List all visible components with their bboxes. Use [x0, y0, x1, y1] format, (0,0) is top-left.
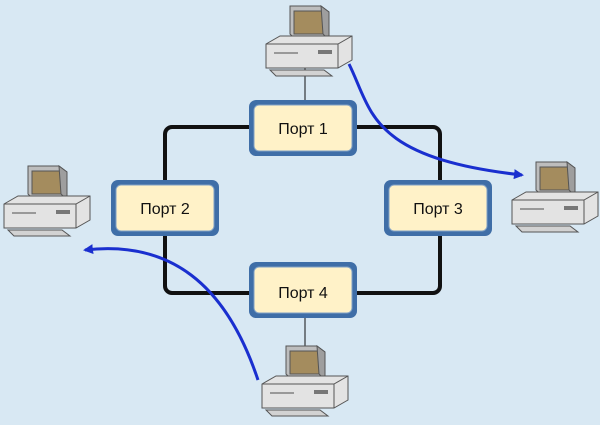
port-4-label: Порт 4 [278, 285, 328, 302]
port-1: Порт 1 [249, 100, 357, 156]
port-4: Порт 4 [249, 262, 357, 318]
port-3-label: Порт 3 [413, 201, 463, 218]
flow-arrow-top-to-right [347, 63, 524, 180]
port-1-label: Порт 1 [278, 121, 328, 138]
port-2: Порт 2 [111, 180, 219, 236]
port-3: Порт 3 [384, 180, 492, 236]
port-2-label: Порт 2 [140, 201, 190, 218]
flow-arrow-bottom-to-left [83, 244, 260, 381]
